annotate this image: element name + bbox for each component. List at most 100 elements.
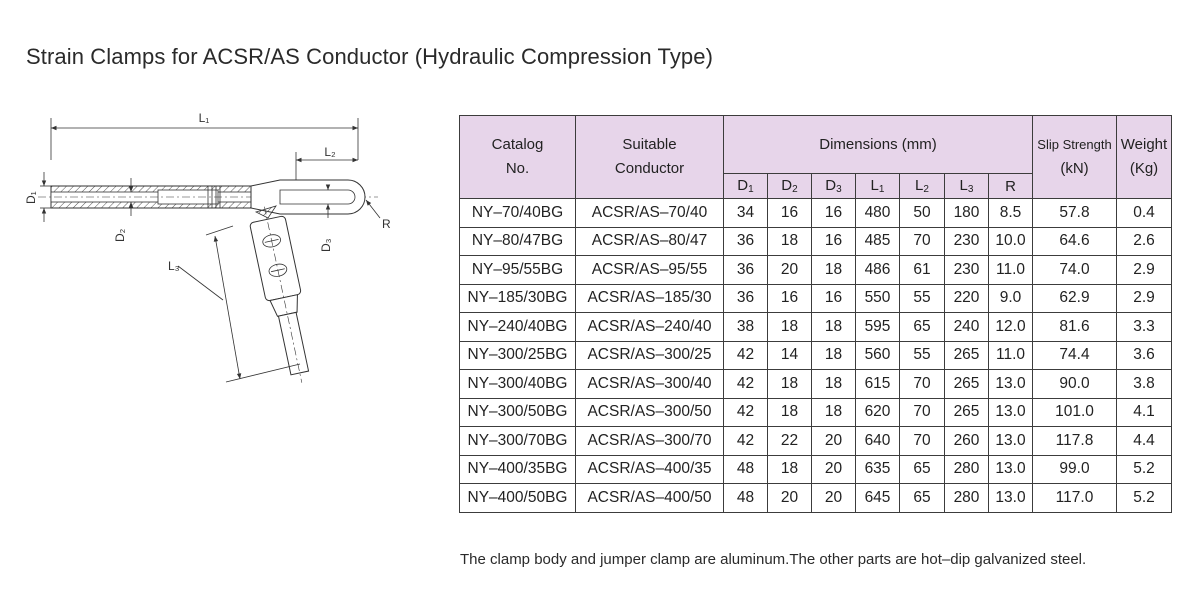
r-dimension: R (365, 199, 391, 231)
cell-slip-strength: 101.0 (1032, 397, 1117, 427)
l1-dimension: L₁ (50, 111, 359, 160)
cell-d2: 16 (767, 198, 812, 228)
cell-catalog-no: NY–300/50BG (459, 397, 576, 427)
cell-r: 13.0 (988, 454, 1033, 484)
cell-d1: 48 (723, 483, 768, 513)
cell-catalog-no: NY–70/40BG (459, 198, 576, 228)
cell-conductor: ACSR/AS–80/47 (575, 226, 724, 256)
d1-label: D₁ (24, 191, 38, 204)
cell-conductor: ACSR/AS–300/70 (575, 426, 724, 456)
cell-r: 13.0 (988, 397, 1033, 427)
r-label: R (382, 217, 391, 231)
cell-weight: 2.9 (1116, 255, 1172, 285)
table-header-row: Catalog No. Suitable Conductor Dimension… (459, 115, 1172, 199)
header-dim-d2: D2 (767, 173, 812, 199)
cell-l1: 485 (855, 226, 900, 256)
l3-dimension: L₃ (168, 225, 301, 383)
cell-d1: 48 (723, 454, 768, 484)
cell-d3: 16 (811, 198, 856, 228)
cell-conductor: ACSR/AS–185/30 (575, 283, 724, 313)
cell-catalog-no: NY–185/30BG (459, 283, 576, 313)
cell-d2: 20 (767, 255, 812, 285)
cell-l3: 220 (944, 283, 989, 313)
cell-r: 9.0 (988, 283, 1033, 313)
cell-d2: 22 (767, 426, 812, 456)
cell-catalog-no: NY–400/35BG (459, 454, 576, 484)
cell-catalog-no: NY–300/40BG (459, 369, 576, 399)
header-dim-l1: L1 (855, 173, 900, 199)
cell-slip-strength: 74.4 (1032, 340, 1117, 370)
cell-l3: 265 (944, 369, 989, 399)
material-note: The clamp body and jumper clamp are alum… (460, 551, 1087, 568)
cell-weight: 5.2 (1116, 454, 1172, 484)
cell-l1: 560 (855, 340, 900, 370)
cell-d3: 16 (811, 283, 856, 313)
cell-r: 8.5 (988, 198, 1033, 228)
cell-weight: 3.8 (1116, 369, 1172, 399)
cell-d3: 16 (811, 226, 856, 256)
cell-d3: 20 (811, 454, 856, 484)
cell-d1: 34 (723, 198, 768, 228)
cell-l2: 70 (899, 397, 945, 427)
cell-slip-strength: 57.8 (1032, 198, 1117, 228)
cell-l1: 640 (855, 426, 900, 456)
cell-l1: 595 (855, 312, 900, 342)
cell-d2: 18 (767, 312, 812, 342)
header-dimensions: Dimensions (mm) (723, 115, 1033, 174)
cell-d2: 18 (767, 397, 812, 427)
cell-d1: 38 (723, 312, 768, 342)
cell-l1: 486 (855, 255, 900, 285)
cell-r: 13.0 (988, 369, 1033, 399)
header-dim-l2: L2 (899, 173, 945, 199)
header-weight: Weight (Kg) (1116, 115, 1172, 199)
header-conductor: Suitable Conductor (575, 115, 724, 199)
cell-l3: 265 (944, 340, 989, 370)
cell-conductor: ACSR/AS–400/35 (575, 454, 724, 484)
header-dim-d3: D3 (811, 173, 856, 199)
cell-l3: 230 (944, 226, 989, 256)
header-dim-r: R (988, 173, 1033, 199)
header-dim-d1: D1 (723, 173, 768, 199)
cell-weight: 2.6 (1116, 226, 1172, 256)
cell-d3: 18 (811, 312, 856, 342)
cell-d2: 16 (767, 283, 812, 313)
cell-l2: 61 (899, 255, 945, 285)
cell-d2: 18 (767, 369, 812, 399)
cell-d1: 42 (723, 340, 768, 370)
cell-l2: 65 (899, 312, 945, 342)
cell-conductor: ACSR/AS–240/40 (575, 312, 724, 342)
cell-d2: 18 (767, 454, 812, 484)
cell-l2: 55 (899, 340, 945, 370)
cell-r: 11.0 (988, 255, 1033, 285)
d3-label: D₃ (319, 238, 333, 252)
clamp-barrel (38, 185, 378, 209)
cell-l2: 55 (899, 283, 945, 313)
cell-d3: 18 (811, 369, 856, 399)
strain-clamp-drawing: L₁ L₂ R D₁ D₂ (24, 111, 391, 383)
cell-d1: 42 (723, 426, 768, 456)
cell-weight: 0.4 (1116, 198, 1172, 228)
d3-dimension: D₃ (319, 184, 333, 252)
cell-catalog-no: NY–300/25BG (459, 340, 576, 370)
l2-label: L₂ (324, 145, 336, 159)
cell-conductor: ACSR/AS–400/50 (575, 483, 724, 513)
cell-conductor: ACSR/AS–300/50 (575, 397, 724, 427)
cell-d1: 36 (723, 226, 768, 256)
cell-r: 13.0 (988, 426, 1033, 456)
cell-l3: 280 (944, 483, 989, 513)
header-dim-l3: L3 (944, 173, 989, 199)
cell-l2: 70 (899, 426, 945, 456)
cell-l1: 480 (855, 198, 900, 228)
d2-dimension: D₂ (113, 178, 134, 242)
cell-d2: 20 (767, 483, 812, 513)
l2-dimension: L₂ (295, 145, 358, 180)
cell-l3: 265 (944, 397, 989, 427)
